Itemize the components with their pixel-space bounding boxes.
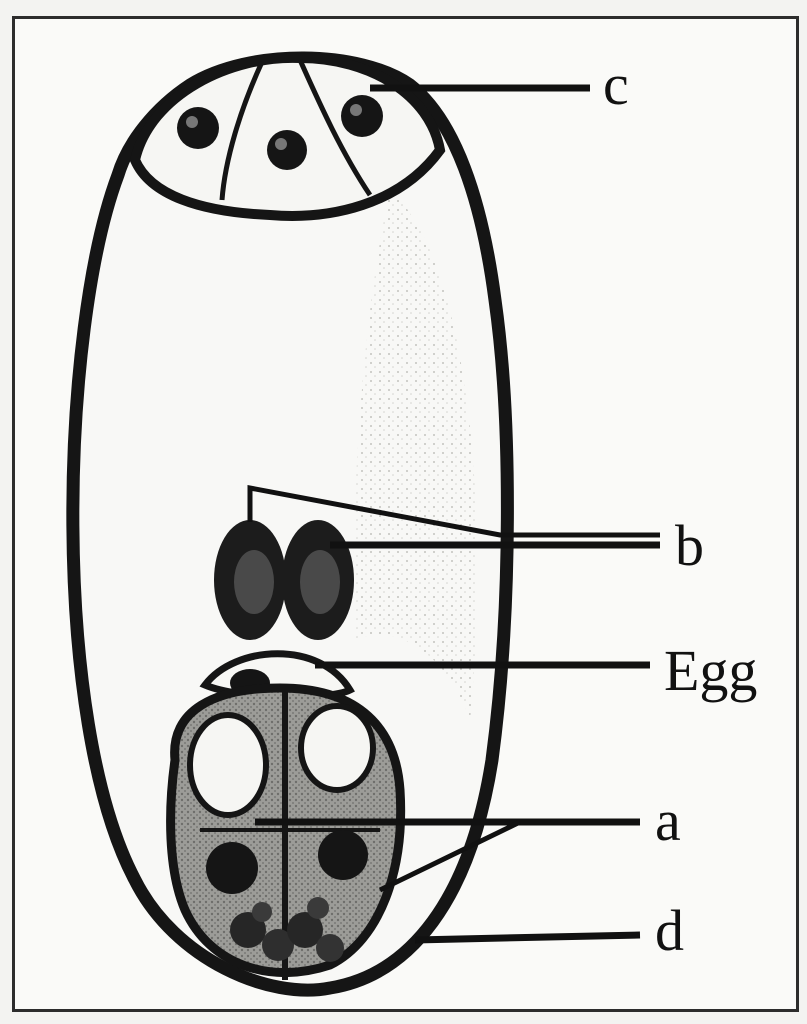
label-c: c — [603, 52, 629, 117]
antipodal-nucleus-1 — [177, 107, 219, 149]
label-b: b — [675, 513, 704, 578]
label-d: d — [655, 898, 684, 963]
antipodal-nucleus-2 — [267, 130, 307, 170]
antipodal-nucleus-3 — [341, 95, 383, 137]
label-egg: Egg — [664, 638, 757, 703]
label-a: a — [655, 788, 681, 853]
leader-d — [415, 935, 640, 940]
antipodal-cells — [135, 58, 440, 216]
